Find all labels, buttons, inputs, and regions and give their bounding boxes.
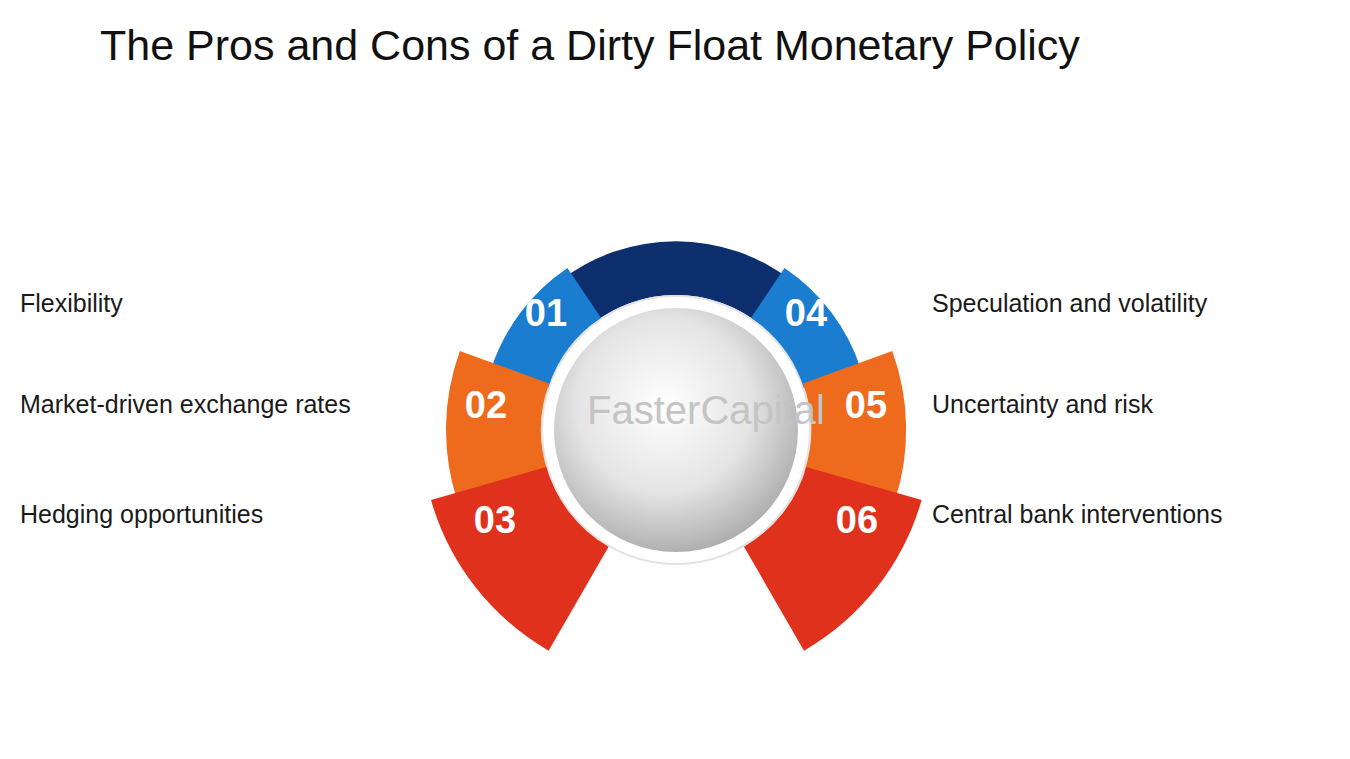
point-label: Central bank interventions [932,501,1222,529]
segment-shape [431,467,609,651]
segment-number: 05 [845,386,887,424]
point-label: Uncertainty and risk [932,391,1153,419]
segment-shape [744,467,922,651]
point-label: Market-driven exchange rates [20,391,351,419]
segment-number: 04 [785,294,827,332]
segment-number: 02 [465,386,507,424]
point-label: Flexibility [20,290,123,318]
diagram-title: The Pros and Cons of a Dirty Float Monet… [100,20,1080,72]
segment-card: 03 [431,467,609,651]
watermark: FasterCapital [587,388,825,432]
segment-number: 06 [836,501,878,539]
segment-fill [431,467,609,651]
segment-number: 01 [525,294,567,332]
segment-card: 06 [744,467,922,651]
segment-number: 03 [474,501,516,539]
segment-fill [744,467,922,651]
point-label: Hedging opportunities [20,501,263,529]
point-label: Speculation and volatility [932,290,1207,318]
